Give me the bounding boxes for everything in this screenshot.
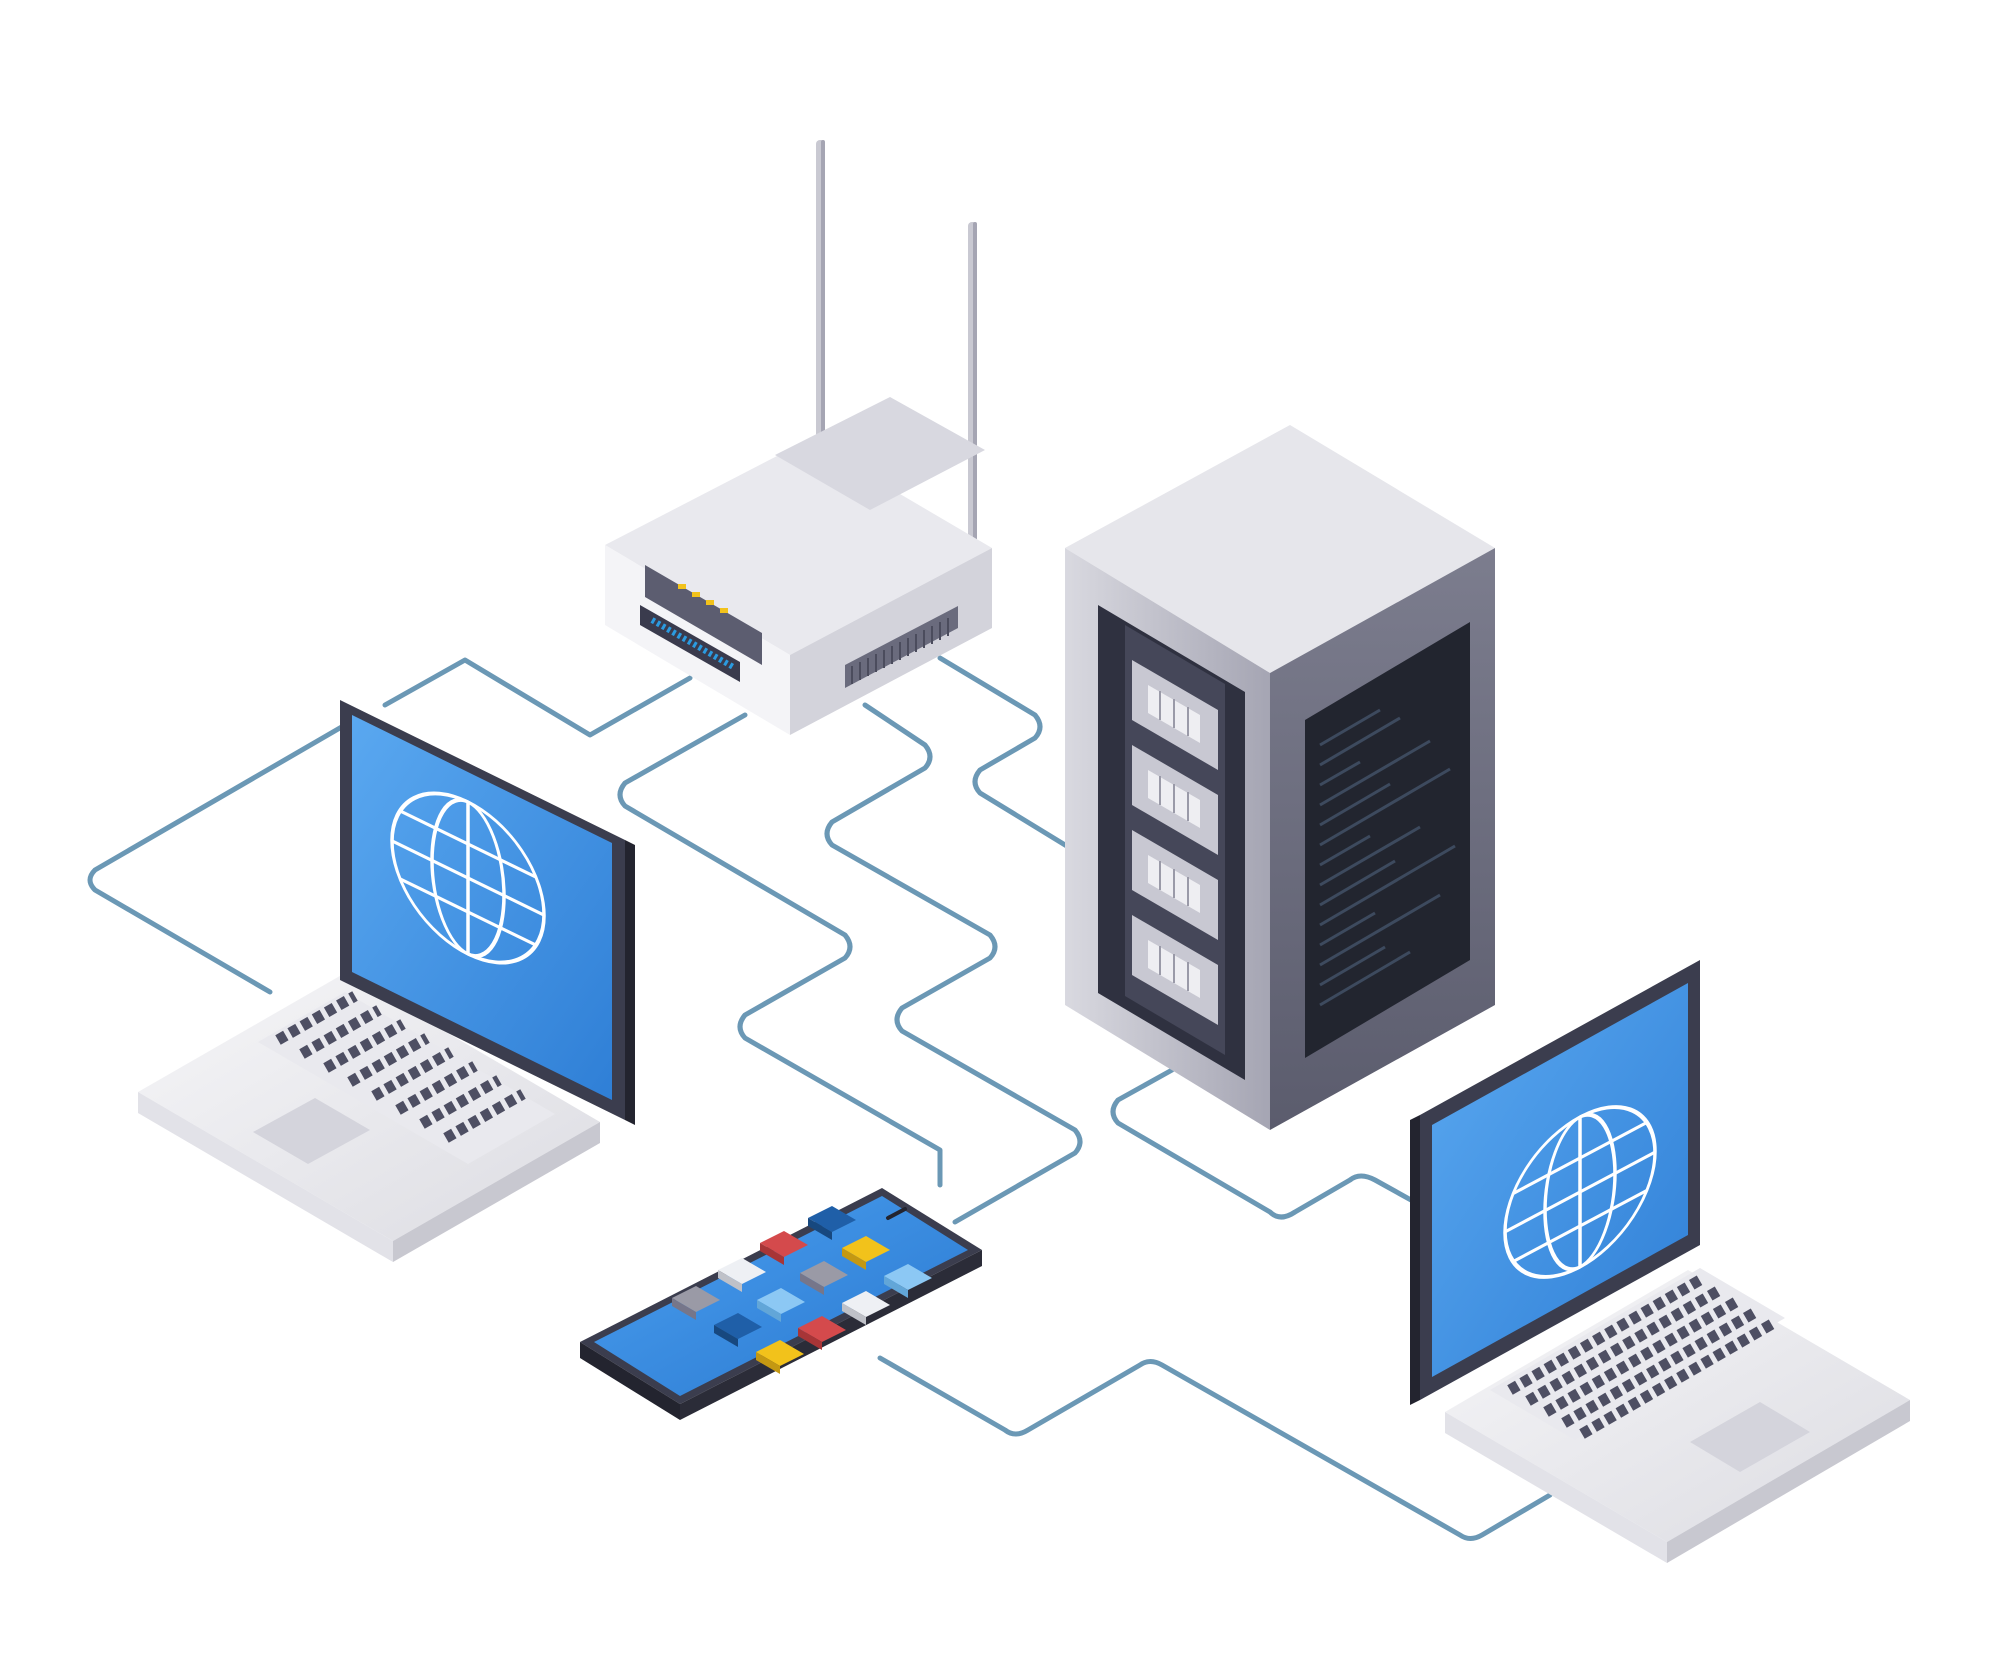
app-icon <box>714 1313 762 1347</box>
router-leds-blue <box>650 617 737 671</box>
laptop-left-keys <box>275 991 526 1143</box>
laptop-right-keys <box>1507 1275 1775 1439</box>
cable-router-laptop-left-upper <box>382 657 693 738</box>
server-drive-bays <box>1132 660 1218 1025</box>
app-icon <box>672 1286 720 1320</box>
laptop-icon <box>1410 960 1910 1563</box>
cable-router-server <box>937 655 1073 851</box>
app-icon <box>800 1261 848 1295</box>
cable-router-smartphone-a <box>617 712 943 1188</box>
server-rack-icon <box>1065 425 1495 1130</box>
wifi-router-icon <box>605 140 992 735</box>
cable-laptop-left-loop <box>87 722 348 995</box>
app-icon <box>757 1288 805 1322</box>
server-top <box>1065 425 1495 673</box>
laptop-icon <box>138 700 635 1262</box>
server-code-lines <box>1319 708 1456 1007</box>
app-icon <box>842 1236 890 1270</box>
smartphone-icon <box>580 1188 982 1420</box>
laptop-right-touchpad <box>1690 1402 1810 1472</box>
laptop-left-touchpad <box>253 1098 370 1164</box>
router-vent <box>845 606 958 688</box>
laptop-left-screen <box>352 715 612 1100</box>
router-leds-yellow <box>678 584 728 613</box>
laptop-right-base <box>1445 1270 1910 1542</box>
app-icon <box>884 1264 932 1298</box>
cable-router-smartphone-b <box>824 702 1083 1225</box>
app-icon <box>798 1316 846 1350</box>
laptop-right-screen <box>1432 983 1688 1377</box>
globe-icon <box>1503 1105 1657 1279</box>
smartphone-speaker <box>886 1207 907 1220</box>
app-icon <box>718 1258 766 1292</box>
router-status-panel <box>645 565 762 665</box>
laptop-left-base <box>138 973 600 1241</box>
app-icon <box>756 1340 804 1374</box>
network-cables <box>87 655 1553 1541</box>
app-icon <box>808 1206 856 1240</box>
cable-server-laptop-right <box>1110 1067 1423 1220</box>
app-icon <box>842 1291 890 1325</box>
cable-smartphone-laptop-right <box>877 1355 1553 1541</box>
globe-icon <box>390 791 546 965</box>
smartphone-apps <box>672 1206 932 1374</box>
app-icon <box>760 1231 808 1265</box>
